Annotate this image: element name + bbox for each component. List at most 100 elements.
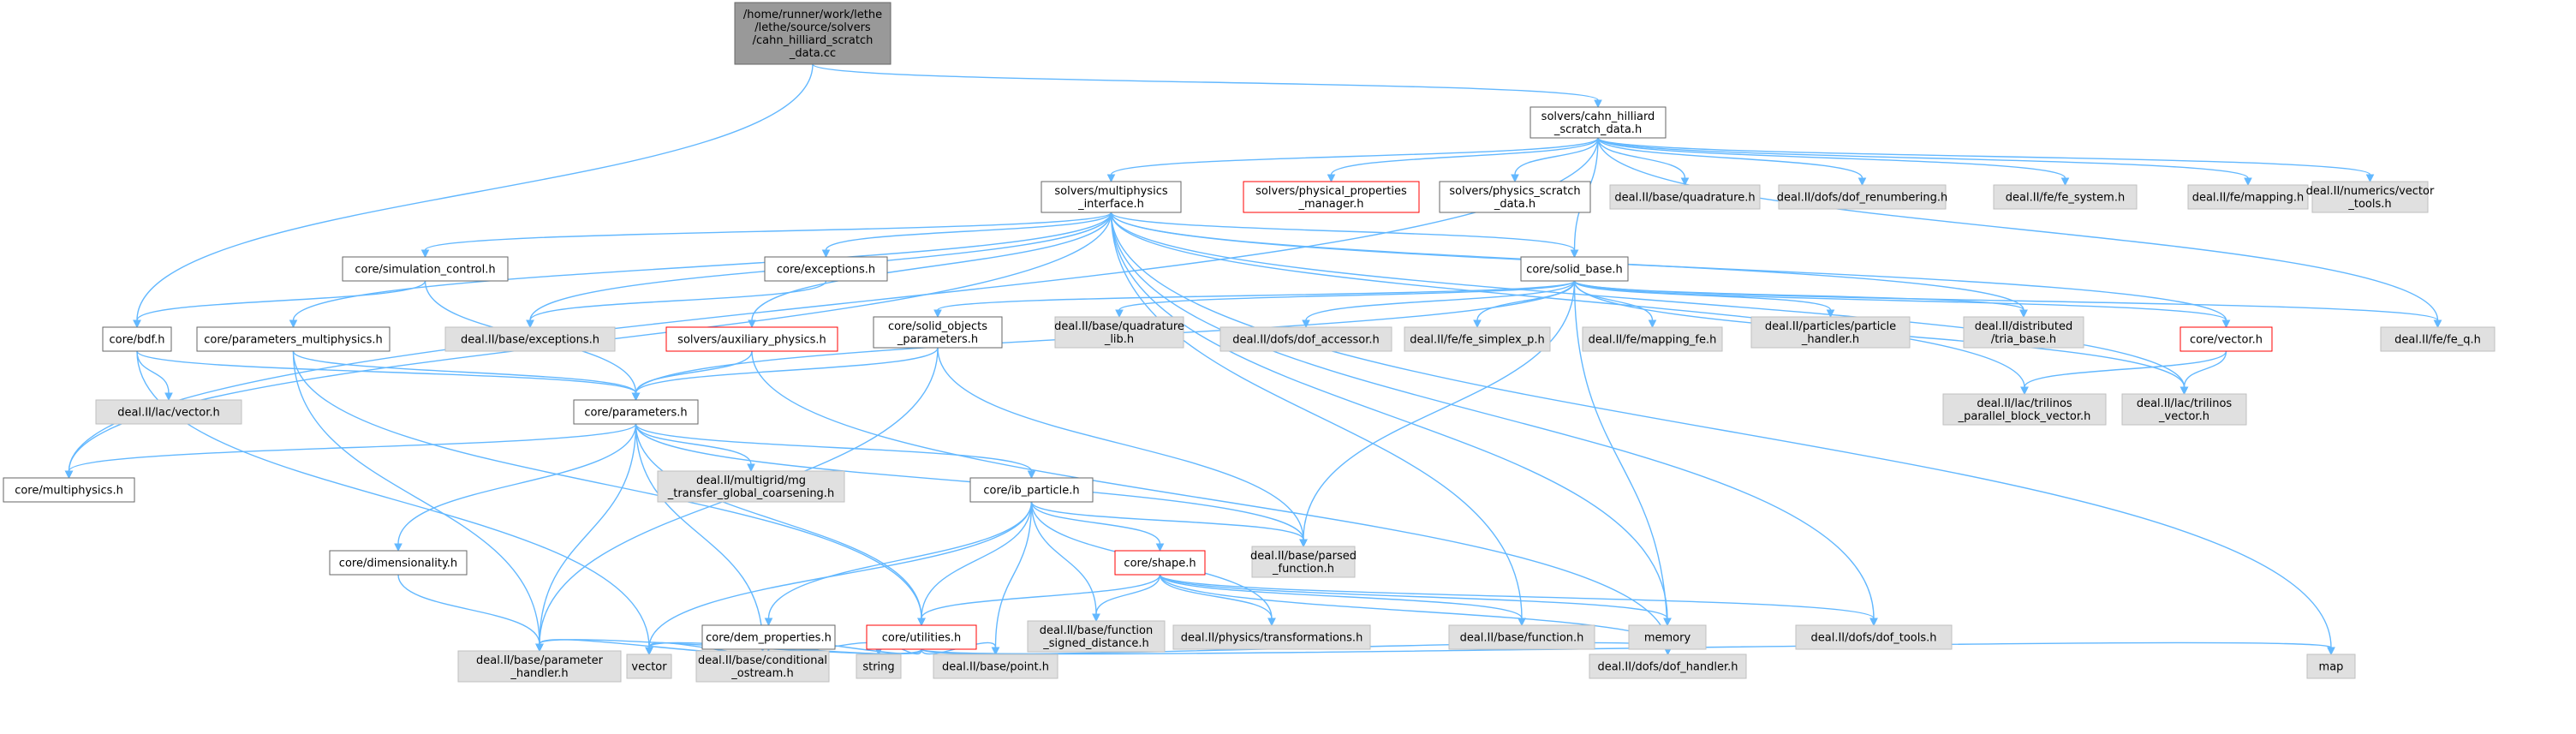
edge-line xyxy=(751,212,1112,321)
node-box xyxy=(764,256,888,282)
node-label-line: deal.II/dofs/dof_renumbering.h xyxy=(1777,192,1948,205)
node-label-line: deal.II/lac/trilinos xyxy=(2137,397,2233,410)
node-label-line: _interface.h xyxy=(1077,198,1144,211)
node-doftools[interactable]: deal.II/dofs/dof_tools.h xyxy=(1795,624,1953,650)
node-func[interactable]: deal.II/base/function.h xyxy=(1448,624,1595,650)
node-cond[interactable]: deal.II/base/conditional_ostream.h xyxy=(695,650,830,683)
node-fesimp[interactable]: deal.II/fe/fe_simplex_p.h xyxy=(1404,326,1551,352)
node-tria[interactable]: deal.II/distributed/tria_base.h xyxy=(1963,316,2084,349)
edge-arrowhead xyxy=(1869,618,1878,627)
edge-arrowhead xyxy=(1594,99,1602,109)
node-fsd[interactable]: deal.II/base/function_signed_distance.h xyxy=(1027,620,1166,653)
node-aux[interactable]: solvers/auxiliary_physics.h xyxy=(665,326,838,352)
node-memory[interactable]: memory xyxy=(1628,624,1707,650)
node-label-line: core/ib_particle.h xyxy=(983,485,1079,498)
node-qlib[interactable]: deal.II/base/quadrature_lib.h xyxy=(1054,316,1184,349)
node-sop[interactable]: core/solid_objects_parameters.h xyxy=(873,316,1003,349)
node-parh[interactable]: deal.II/base/parameter_handler.h xyxy=(457,650,622,683)
edge-line xyxy=(68,423,637,472)
node-label-line: deal.II/lac/vector.h xyxy=(117,407,220,420)
edge-line xyxy=(921,642,2332,655)
node-lacvec[interactable]: deal.II/lac/vector.h xyxy=(95,399,242,425)
node-dofacc[interactable]: deal.II/dofs/dof_accessor.h xyxy=(1219,326,1392,352)
node-label-line: deal.II/fe/mapping_fe.h xyxy=(1589,334,1717,347)
edge-line xyxy=(1110,212,2025,388)
edge-solid-to-pfunc xyxy=(1299,280,1576,548)
node-box xyxy=(1172,624,1371,650)
node-pbv[interactable]: deal.II/lac/trilinos_parallel_block_vect… xyxy=(1942,393,2107,426)
node-point[interactable]: deal.II/base/point.h xyxy=(933,653,1058,679)
edge-arrowhead xyxy=(1826,309,1835,319)
node-mpi[interactable]: solvers/multiphysics_interface.h xyxy=(1041,181,1182,213)
node-map[interactable]: map xyxy=(2306,653,2356,679)
node-shape[interactable]: core/shape.h xyxy=(1114,550,1206,576)
node-femap[interactable]: deal.II/fe/mapping.h xyxy=(2187,184,2309,210)
node-exc[interactable]: core/exceptions.h xyxy=(764,256,888,282)
node-dexc[interactable]: deal.II/base/exceptions.h xyxy=(444,326,616,352)
node-fesys[interactable]: deal.II/fe/fe_system.h xyxy=(1993,184,2138,210)
edge-line xyxy=(1305,280,1576,321)
edge-vec-to-trivec xyxy=(2179,350,2227,396)
edge-line xyxy=(648,501,1033,648)
edge-arrowhead xyxy=(2179,386,2189,396)
node-psd[interactable]: solvers/physics_scratch_data.h xyxy=(1439,181,1591,213)
node-dem[interactable]: core/dem_properties.h xyxy=(701,624,836,650)
edge-line xyxy=(921,501,1033,619)
edge-shape-to-doftools xyxy=(1159,574,1878,627)
node-box xyxy=(457,650,622,683)
node-label-line: deal.II/base/quadrature xyxy=(1054,320,1184,333)
node-pfunc[interactable]: deal.II/base/parsed_function.h xyxy=(1250,546,1357,578)
edge-line xyxy=(292,350,637,394)
node-quad[interactable]: deal.II/base/quadrature.h xyxy=(1609,184,1761,210)
node-vec[interactable]: core/vector.h xyxy=(2179,326,2273,352)
node-box xyxy=(873,316,1003,349)
node-root[interactable]: /home/runner/work/lethe/lethe/source/sol… xyxy=(734,2,891,65)
edge-line xyxy=(136,63,814,321)
node-label-line: core/solid_objects xyxy=(888,320,987,333)
node-feq[interactable]: deal.II/fe/fe_q.h xyxy=(2380,326,2496,352)
edge-params-to-cond xyxy=(635,423,767,653)
node-label-line: map xyxy=(2319,661,2344,674)
edge-arrowhead xyxy=(2365,174,2375,183)
node-dofh[interactable]: deal.II/dofs/dof_handler.h xyxy=(1589,653,1747,679)
node-box xyxy=(1041,181,1182,213)
edge-chs-to-fesys xyxy=(1597,137,2070,187)
node-parmp[interactable]: core/parameters_multiphysics.h xyxy=(196,326,391,352)
edge-root-to-bdf xyxy=(133,63,814,329)
edge-arrowhead xyxy=(933,309,942,319)
node-ib[interactable]: core/ib_particle.h xyxy=(969,477,1094,503)
node-util[interactable]: core/utilities.h xyxy=(866,624,977,650)
node-box xyxy=(196,326,391,352)
node-ppm[interactable]: solvers/physical_properties_manager.h xyxy=(1243,181,1420,213)
edge-chs-to-femap xyxy=(1597,137,2252,187)
edge-mpi-to-map xyxy=(1110,212,2335,656)
node-box xyxy=(1993,184,2138,210)
edge-line xyxy=(1573,280,2439,321)
node-params[interactable]: core/parameters.h xyxy=(573,399,699,425)
node-simctl[interactable]: core/simulation_control.h xyxy=(342,256,509,282)
node-bdf[interactable]: core/bdf.h xyxy=(102,326,172,352)
node-box xyxy=(866,624,977,650)
node-mapfe[interactable]: deal.II/fe/mapping_fe.h xyxy=(1582,326,1723,352)
node-string[interactable]: string xyxy=(856,653,902,679)
node-vector[interactable]: vector xyxy=(626,653,672,679)
node-box xyxy=(1404,326,1551,352)
node-box xyxy=(1219,326,1392,352)
node-chs[interactable]: solvers/cahn_hilliard_scratch_data.h xyxy=(1530,106,1667,139)
node-label-line: _manager.h xyxy=(1297,198,1363,211)
node-box xyxy=(2311,181,2429,213)
node-box xyxy=(2179,326,2273,352)
node-parth[interactable]: deal.II/particles/particle_handler.h xyxy=(1750,316,1911,349)
node-transf[interactable]: deal.II/physics/transformations.h xyxy=(1172,624,1371,650)
edge-line xyxy=(1159,574,1523,619)
node-dofren[interactable]: deal.II/dofs/dof_renumbering.h xyxy=(1777,184,1948,210)
edge-line xyxy=(1597,137,1686,179)
node-dim[interactable]: core/dimensionality.h xyxy=(329,550,468,576)
edge-mpi-to-pbv xyxy=(1110,212,2029,396)
node-multi[interactable]: core/multiphysics.h xyxy=(3,477,135,503)
node-solid[interactable]: core/solid_base.h xyxy=(1520,256,1629,282)
node-numvt[interactable]: deal.II/numerics/vector_tools.h xyxy=(2306,181,2435,213)
node-trivec[interactable]: deal.II/lac/trilinos_vector.h xyxy=(2121,393,2247,426)
edge-arrowhead xyxy=(1027,470,1036,480)
node-mg[interactable]: deal.II/multigrid/mg_transfer_global_coa… xyxy=(657,470,845,503)
